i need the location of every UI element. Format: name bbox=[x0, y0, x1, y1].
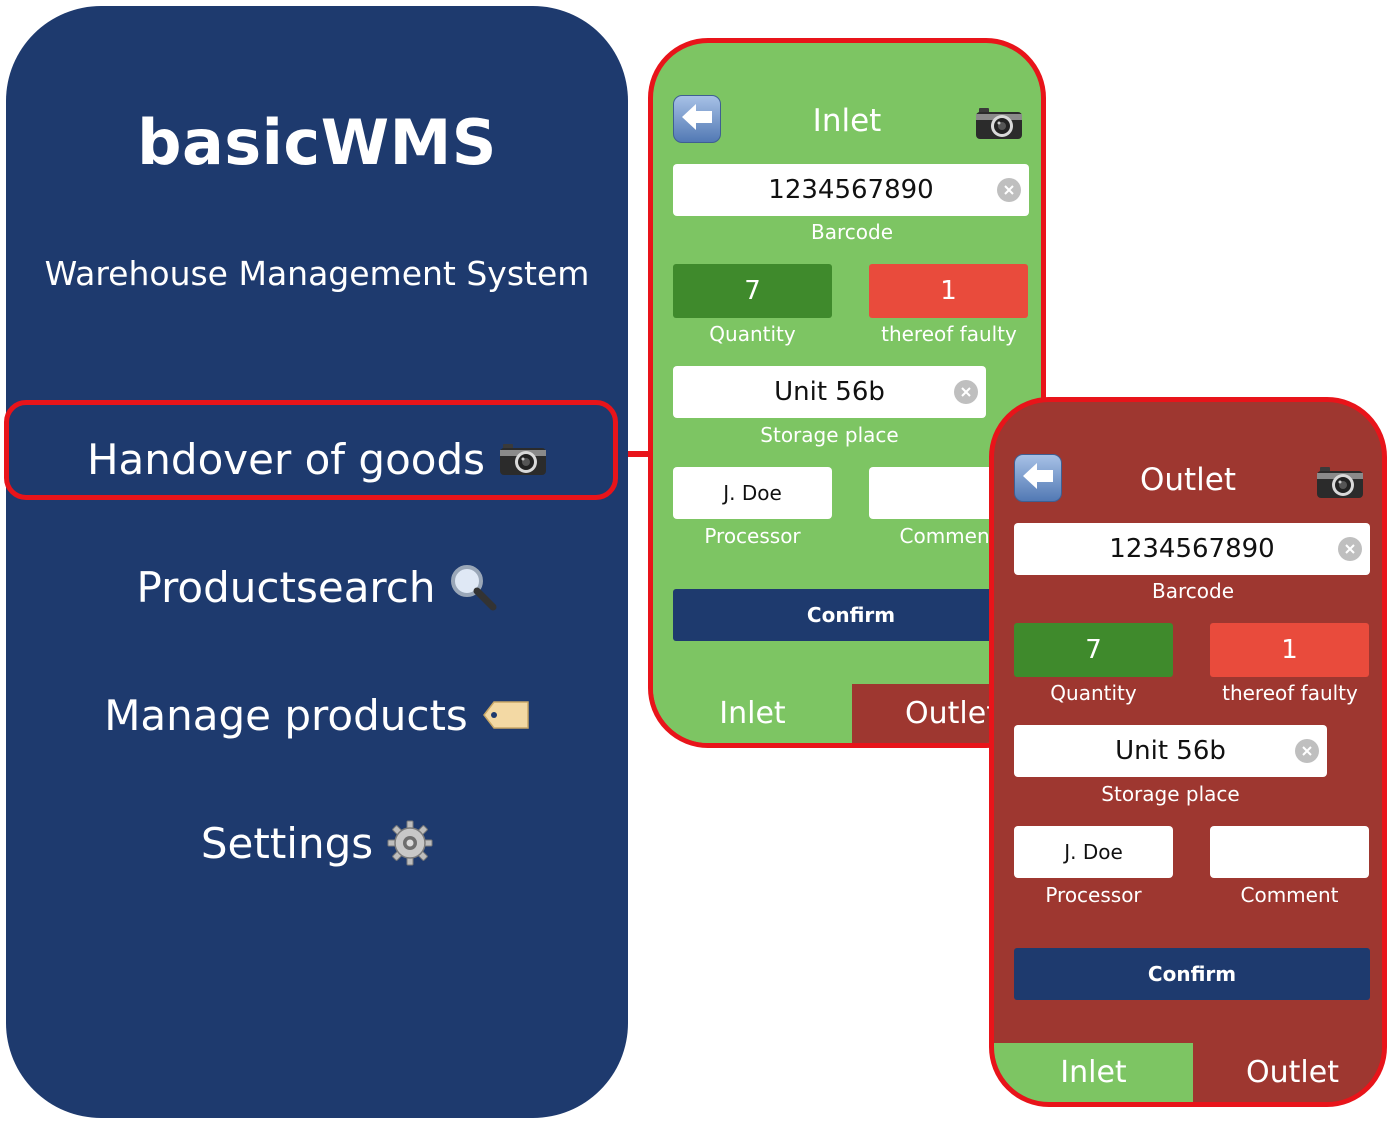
clear-icon[interactable] bbox=[1338, 537, 1362, 561]
app-subtitle: Warehouse Management System bbox=[44, 254, 590, 293]
quantity-field[interactable]: 7 bbox=[673, 264, 832, 318]
highlight-frame bbox=[4, 400, 618, 500]
outlet-screen: Outlet 1234567890 Barcode 7 1 Quantity t… bbox=[989, 397, 1387, 1107]
storage-input[interactable]: Unit 56b bbox=[673, 366, 986, 418]
confirm-button[interactable]: Confirm bbox=[673, 589, 1029, 641]
clear-icon[interactable] bbox=[1295, 739, 1319, 763]
tab-bar: Inlet Outlet bbox=[653, 684, 1041, 743]
processor-input[interactable]: J. Doe bbox=[673, 467, 832, 519]
tab-inlet[interactable]: Inlet bbox=[653, 684, 852, 743]
main-menu-panel: basicWMS Warehouse Management System Han… bbox=[6, 6, 628, 1118]
camera-icon bbox=[499, 441, 547, 477]
gear-icon bbox=[387, 820, 433, 866]
magnifier-icon bbox=[449, 563, 497, 611]
menu-item-label: Productsearch bbox=[136, 562, 436, 612]
inlet-screen: Inlet 1234567890 Barcode 7 1 Quantity th… bbox=[648, 38, 1046, 748]
back-button[interactable] bbox=[673, 95, 721, 143]
barcode-input[interactable]: 1234567890 bbox=[1014, 523, 1370, 575]
menu-item-manage-products[interactable]: Manage products bbox=[6, 684, 628, 746]
quantity-label: Quantity bbox=[709, 322, 796, 346]
barcode-input[interactable]: 1234567890 bbox=[673, 164, 1029, 216]
camera-icon[interactable] bbox=[1316, 464, 1364, 504]
comment-label: Comment bbox=[1240, 883, 1339, 907]
tab-outlet[interactable]: Outlet bbox=[1193, 1043, 1382, 1102]
processor-label: Processor bbox=[704, 524, 801, 548]
storage-value: Unit 56b bbox=[774, 377, 885, 407]
menu-item-label: Manage products bbox=[104, 690, 468, 740]
processor-label: Processor bbox=[1045, 883, 1142, 907]
menu-item-label: Handover of goods bbox=[86, 434, 486, 484]
storage-value: Unit 56b bbox=[1115, 736, 1226, 766]
barcode-value: 1234567890 bbox=[1109, 534, 1275, 564]
quantity-label: Quantity bbox=[1050, 681, 1137, 705]
menu-item-label: Settings bbox=[200, 818, 374, 868]
barcode-label: Barcode bbox=[811, 220, 893, 244]
faulty-field[interactable]: 1 bbox=[1210, 623, 1369, 677]
barcode-label: Barcode bbox=[1152, 579, 1234, 603]
back-arrow-icon bbox=[1021, 461, 1055, 495]
menu-item-handover[interactable]: Handover of goods bbox=[6, 428, 628, 490]
menu-item-settings[interactable]: Settings bbox=[6, 812, 628, 874]
comment-input[interactable] bbox=[1210, 826, 1369, 878]
clear-icon[interactable] bbox=[954, 380, 978, 404]
barcode-value: 1234567890 bbox=[768, 175, 934, 205]
faulty-label: thereof faulty bbox=[881, 322, 1017, 346]
connector-line bbox=[628, 451, 652, 457]
confirm-button[interactable]: Confirm bbox=[1014, 948, 1370, 1000]
tag-icon bbox=[482, 699, 530, 731]
menu-item-productsearch[interactable]: Productsearch bbox=[6, 556, 628, 618]
camera-icon[interactable] bbox=[975, 105, 1023, 145]
clear-icon[interactable] bbox=[997, 178, 1021, 202]
screen-title: Outlet bbox=[1139, 462, 1237, 498]
processor-input[interactable]: J. Doe bbox=[1014, 826, 1173, 878]
tab-inlet[interactable]: Inlet bbox=[994, 1043, 1193, 1102]
back-arrow-icon bbox=[680, 102, 714, 136]
faulty-label: thereof faulty bbox=[1222, 681, 1358, 705]
storage-label: Storage place bbox=[760, 423, 899, 447]
screen-title: Inlet bbox=[812, 103, 882, 139]
faulty-field[interactable]: 1 bbox=[869, 264, 1028, 318]
storage-input[interactable]: Unit 56b bbox=[1014, 725, 1327, 777]
app-title: basicWMS bbox=[137, 106, 497, 179]
back-button[interactable] bbox=[1014, 454, 1062, 502]
quantity-field[interactable]: 7 bbox=[1014, 623, 1173, 677]
tab-bar: Inlet Outlet bbox=[994, 1043, 1382, 1102]
storage-label: Storage place bbox=[1101, 782, 1240, 806]
comment-label: Comment bbox=[899, 524, 998, 548]
